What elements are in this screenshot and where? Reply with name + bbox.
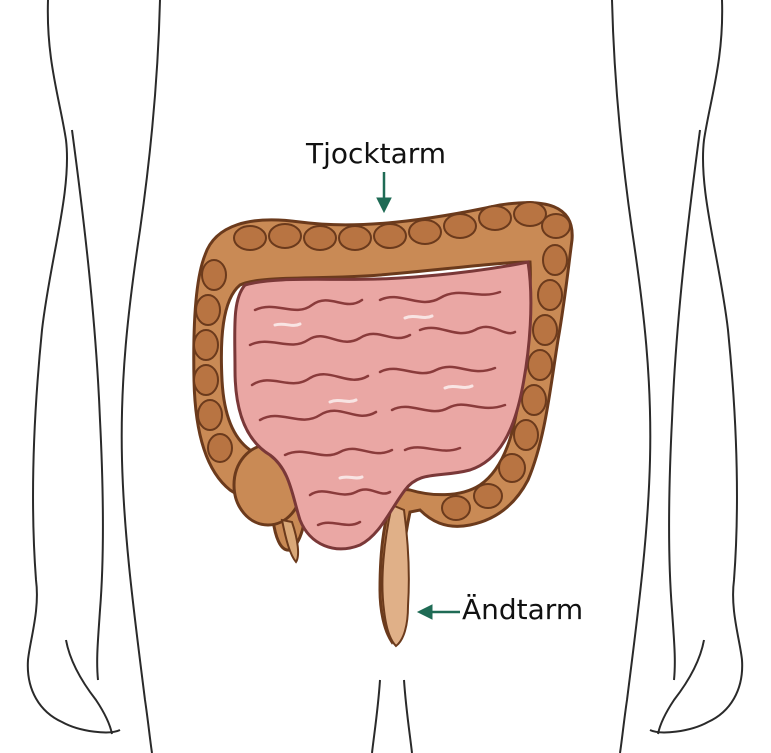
body-outline-left bbox=[28, 0, 160, 753]
right-hand-line bbox=[658, 640, 704, 734]
left-torso-line bbox=[122, 0, 160, 753]
left-arm-outer-line bbox=[28, 0, 120, 732]
right-arm-outer-line bbox=[650, 0, 742, 732]
arrow-left-icon bbox=[418, 605, 460, 619]
arrow-down-icon bbox=[377, 172, 391, 212]
colon-label: Tjocktarm bbox=[306, 140, 446, 168]
left-arm-inner-line bbox=[72, 130, 103, 680]
body-outline-right bbox=[612, 0, 742, 753]
right-arm-inner-line bbox=[669, 130, 700, 680]
left-hand-line bbox=[66, 640, 112, 734]
legs-outline bbox=[372, 680, 412, 753]
right-inner-leg-line bbox=[404, 680, 412, 753]
left-inner-leg-line bbox=[372, 680, 380, 753]
rectum-label: Ändtarm bbox=[462, 596, 583, 624]
right-torso-line bbox=[612, 0, 650, 753]
